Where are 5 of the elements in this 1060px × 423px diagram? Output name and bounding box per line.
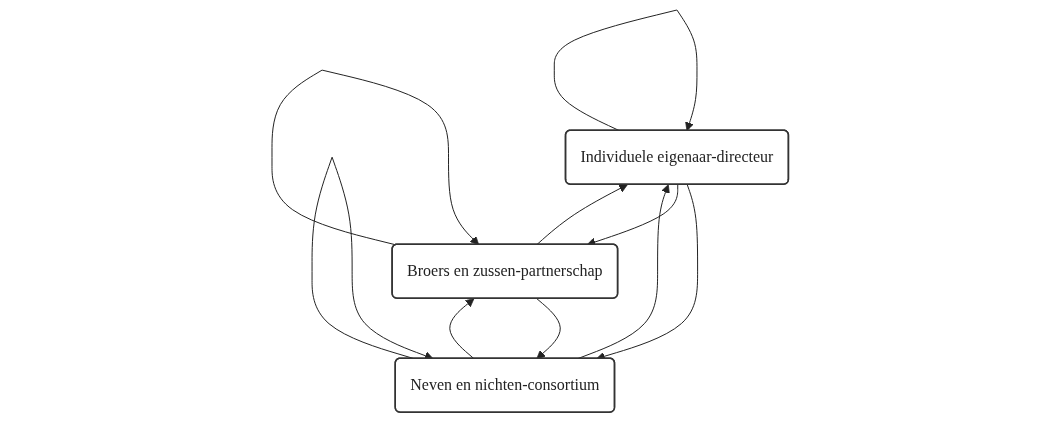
arrow: [553, 9, 698, 132]
arrow: [536, 298, 561, 360]
arrow: [536, 184, 628, 246]
arrow: [271, 70, 479, 246]
arrow: [449, 298, 475, 360]
